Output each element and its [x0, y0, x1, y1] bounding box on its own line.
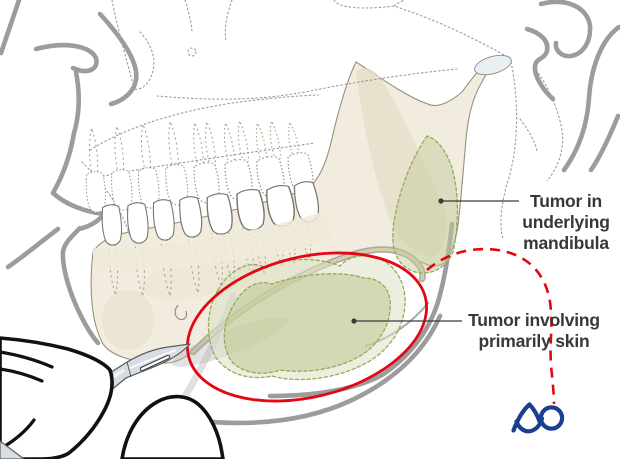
- resection-margin-ellipse: [186, 251, 428, 403]
- teeth: [84, 119, 333, 298]
- label-tumor-mandibula: Tumor in underlying mandibula: [506, 191, 620, 254]
- label-line: primarily skin: [478, 331, 590, 351]
- leader-dot-skin: [351, 318, 357, 324]
- leader-dot-mandibula: [438, 198, 444, 204]
- label-line: Tumor involving: [468, 310, 600, 330]
- mental-foramen-mark: [174, 304, 188, 321]
- thumb: [120, 394, 225, 459]
- hand: [0, 336, 225, 459]
- ao-logo: AO: [511, 402, 565, 434]
- gum-line: [92, 211, 333, 271]
- mandible-tumor-region: [392, 135, 459, 274]
- label-line: mandibula: [523, 233, 609, 253]
- label-line: underlying: [522, 212, 610, 232]
- leader-lines: [351, 198, 519, 324]
- ear: [524, 0, 620, 173]
- condyle-cartilage-cap: [474, 54, 512, 76]
- chin-shading: [102, 290, 154, 350]
- scalpel-handle-end: [0, 440, 25, 459]
- skin-tumor-region: [207, 255, 406, 381]
- red-dashed-connector: [426, 247, 556, 405]
- label-tumor-skin: Tumor involving primarily skin: [449, 310, 619, 352]
- label-line: Tumor in: [530, 191, 602, 211]
